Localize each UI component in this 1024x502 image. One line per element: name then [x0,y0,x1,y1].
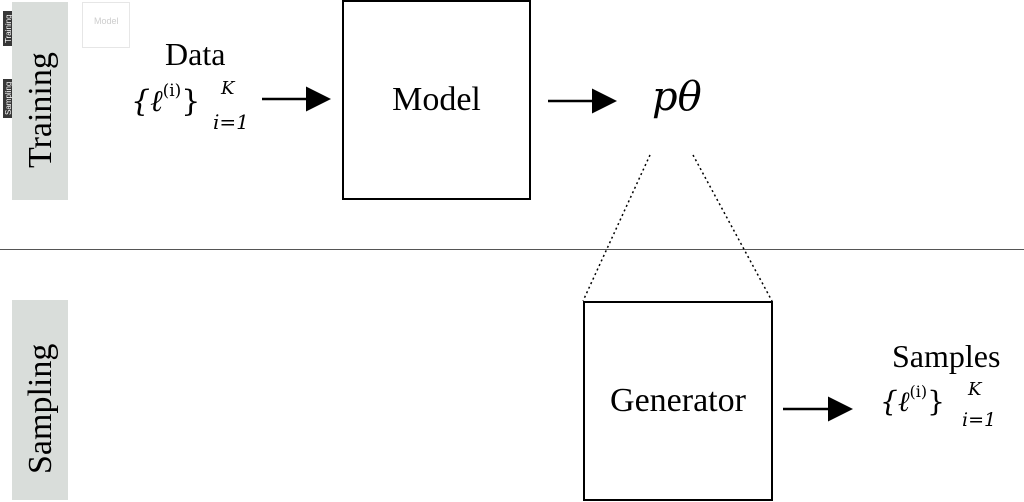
zoom-left-dotted-line [582,154,651,302]
model-label: Model [392,81,481,118]
training-sidebar: Training [12,2,68,200]
sampling-sidebar: Sampling [12,300,68,500]
samples-set-close: } [927,385,945,418]
thumbnail-model-box [82,2,130,48]
thumbnail-model-text: Model [94,16,119,26]
set-open: {ℓ [131,84,163,119]
thumbnail-overlay: Training Sampling Model [0,0,175,118]
zoom-right-dotted-line [692,154,773,302]
samples-set-superscript: (i) [909,381,928,401]
data-set-notation: {ℓ(i)} K i=1 [131,78,249,134]
generator-label: Generator [610,382,746,419]
samples-label: Samples [892,338,1001,374]
samples-set-notation: {ℓ(i)} K i=1 [880,379,996,431]
samples-set-lower-limit: i=1 [962,409,997,431]
set-superscript: (i) [162,81,182,101]
section-divider [0,249,1024,250]
generator-box: Generator [583,301,773,501]
p-theta-symbol: pθ [652,74,702,120]
set-upper-limit: K [221,78,235,99]
samples-set-upper-limit: K [968,379,982,400]
model-box: Model [342,0,531,200]
samples-set-open: {ℓ [880,385,910,418]
set-close: } [181,84,201,119]
data-label: Data [165,36,226,72]
set-lower-limit: i=1 [213,110,249,134]
